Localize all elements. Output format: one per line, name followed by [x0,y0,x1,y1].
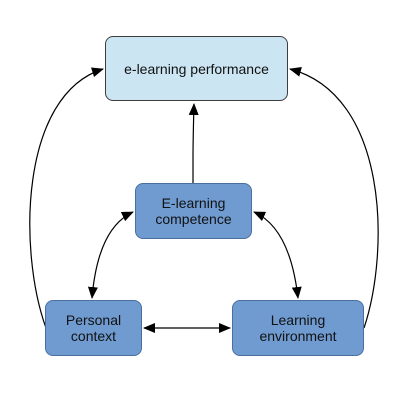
edge-personal-to-performance [29,67,104,329]
node-personal-context-label: Personal context [65,312,122,344]
node-elearning-competence-label: E-learning competence [155,195,232,227]
node-elearning-performance-label: e-learning performance [124,60,269,77]
node-elearning-competence: E-learning competence [135,183,252,239]
edge-competence-environment [253,211,302,299]
edge-environment-to-performance [289,67,379,329]
edge-competence-personal [87,211,134,299]
node-personal-context: Personal context [45,300,142,356]
node-elearning-performance: e-learning performance [105,36,288,101]
node-learning-environment: Learning environment [232,300,364,356]
edge-competence-to-performance [188,103,199,183]
node-learning-environment-label: Learning environment [259,312,337,344]
